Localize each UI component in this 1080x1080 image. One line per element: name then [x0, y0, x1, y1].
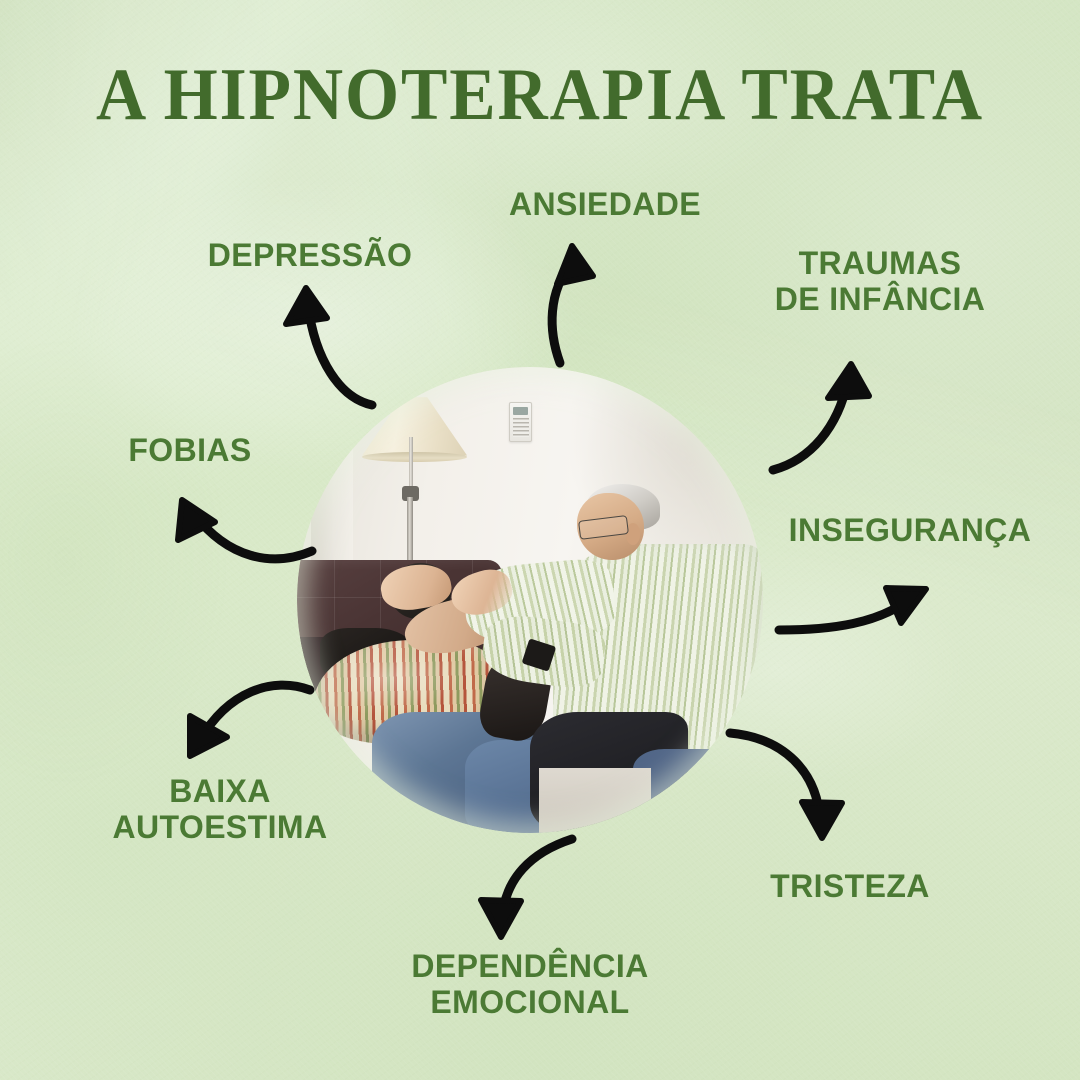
- arrow-autoestima-stroke: [195, 680, 315, 745]
- thermostat-panel-icon: [509, 401, 533, 443]
- arrow-traumas-head: [825, 361, 872, 401]
- floor-lamp-lower-pole: [406, 497, 413, 573]
- therapy-session-image: [297, 367, 763, 833]
- condition-label-fobias: FOBIAS: [128, 432, 252, 468]
- photo-floor: [539, 767, 652, 833]
- arrow-dependencia-stroke: [497, 834, 577, 926]
- arrow-tristeza-head: [799, 799, 845, 841]
- arrow-ansiedade-stroke: [547, 257, 577, 368]
- arrow-autoestima-head: [187, 713, 230, 759]
- therapist-ear: [625, 523, 641, 545]
- condition-label-inseguranca: INSEGURANÇA: [788, 512, 1032, 548]
- condition-label-dependencia-emocional: DEPENDÊNCIA EMOCIONAL: [411, 948, 649, 1021]
- condition-label-traumas-de-infancia: TRAUMAS DE INFÂNCIA: [774, 245, 986, 318]
- page-title: A HIPNOTERAPIA TRATA: [96, 54, 984, 136]
- arrow-fobias-head: [175, 497, 218, 543]
- condition-label-ansiedade: ANSIEDADE: [508, 186, 702, 222]
- arrow-fobias-stroke: [189, 509, 317, 564]
- floor-lamp-rim: [362, 451, 468, 463]
- condition-label-depressao: DEPRESSÃO: [207, 237, 413, 273]
- therapist-knee: [632, 749, 763, 833]
- condition-label-tristeza: TRISTEZA: [770, 868, 930, 904]
- arrow-depressao-head: [283, 285, 330, 327]
- arrow-inseguranca-stroke: [774, 592, 917, 635]
- arrow-inseguranca-head: [883, 585, 929, 626]
- arrow-dependencia-head: [478, 897, 524, 940]
- center-photo: [297, 367, 763, 833]
- condition-label-baixa-autoestima: BAIXA AUTOESTIMA: [112, 773, 328, 846]
- floor-lamp-joint: [402, 485, 420, 501]
- arrow-traumas-stroke: [768, 375, 853, 475]
- arrow-ansiedade-head: [554, 243, 596, 287]
